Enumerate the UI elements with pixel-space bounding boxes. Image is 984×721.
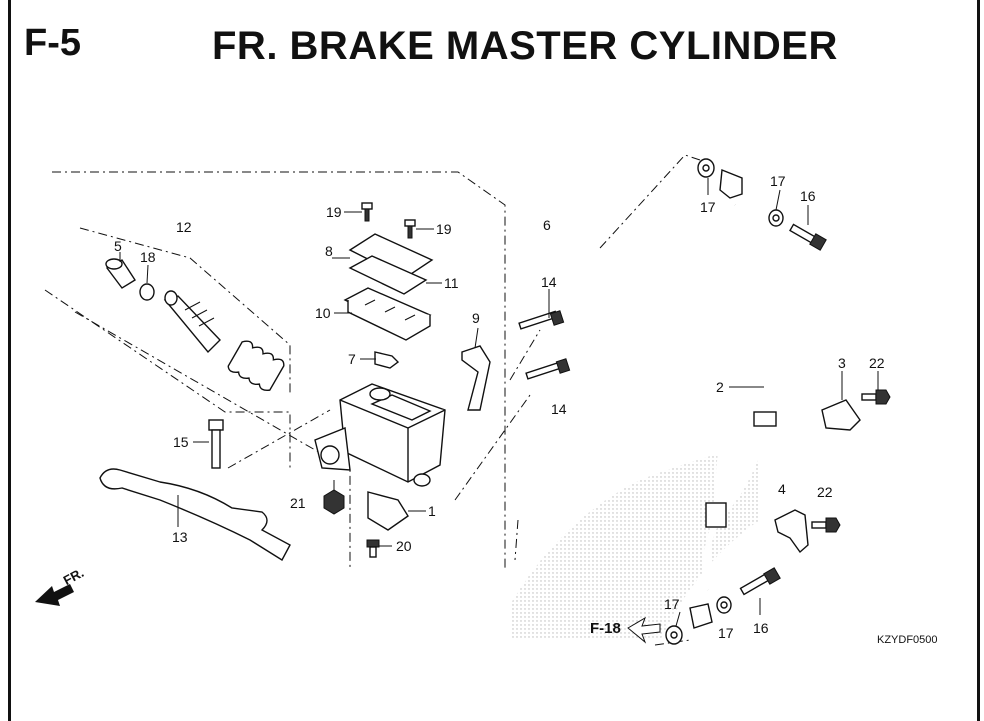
callout-18: 18 [140, 249, 156, 265]
callout-numbers: 5 18 12 19 19 8 11 10 7 9 6 14 14 15 13 … [114, 173, 885, 641]
section-number: F-5 [24, 22, 81, 64]
callout-19b: 19 [436, 221, 452, 237]
part-switch-screw [366, 539, 380, 558]
part-master-cylinder-body [314, 383, 446, 487]
callout-14a: 14 [541, 274, 557, 290]
part-diaphragm-plate [348, 255, 428, 295]
part-holder-bolt-1 [518, 310, 565, 330]
part-brake-hose [703, 169, 777, 591]
callout-4: 4 [778, 481, 786, 497]
part-bracket-bolt-1 [861, 389, 891, 405]
part-pivot-nut [323, 489, 345, 515]
part-diaphragm [343, 287, 432, 341]
part-piston [163, 290, 221, 354]
part-sealing-washer-3 [665, 625, 683, 645]
callout-21: 21 [290, 495, 306, 511]
part-bracket-bolt-2 [811, 517, 841, 533]
callout-1: 1 [428, 503, 436, 519]
part-hose-clamp [821, 399, 861, 431]
callout-17c: 17 [664, 596, 680, 612]
part-cover-screw-1 [361, 202, 373, 222]
part-boot-clip [374, 351, 400, 369]
part-hose-bracket [774, 509, 809, 554]
part-sealing-washer-1 [697, 158, 715, 178]
callout-22b: 22 [817, 484, 833, 500]
callout-22a: 22 [869, 355, 885, 371]
callout-17d: 17 [718, 625, 734, 641]
part-master-cylinder-holder [461, 345, 491, 411]
watermark-shading [510, 445, 760, 640]
part-sealing-washer-4 [716, 596, 732, 614]
callout-20: 20 [396, 538, 412, 554]
part-brake-lever [99, 468, 291, 561]
callout-7: 7 [348, 351, 356, 367]
cross-reference-label: F-18 [590, 620, 621, 637]
callout-15: 15 [173, 434, 189, 450]
part-lever-pivot-bolt [208, 419, 224, 469]
callout-17a: 17 [700, 199, 716, 215]
callout-14b: 14 [551, 401, 567, 417]
page-title: FR. BRAKE MASTER CYLINDER [212, 24, 838, 68]
callout-12: 12 [176, 219, 192, 235]
part-hose-lower-fitting [689, 603, 713, 629]
leader-lines [119, 178, 879, 627]
callout-11: 11 [444, 275, 459, 291]
callout-3: 3 [838, 355, 846, 371]
callout-2: 2 [716, 379, 724, 395]
callout-5: 5 [114, 238, 122, 254]
page-border-left [8, 0, 11, 721]
callout-9: 9 [472, 310, 480, 326]
reference-code: KZYDF0500 [877, 634, 938, 646]
callout-16a: 16 [800, 188, 816, 204]
part-sealing-washer-2 [768, 209, 784, 227]
callout-8: 8 [325, 243, 333, 259]
part-holder-bolt-2 [525, 358, 571, 380]
callout-19a: 19 [326, 204, 342, 220]
callout-13: 13 [172, 529, 188, 545]
direction-arrow-icon [35, 584, 74, 606]
part-oil-bolt-1 [789, 223, 827, 251]
part-spring [227, 340, 285, 391]
callout-10: 10 [315, 305, 331, 321]
part-cover-screw-2 [404, 219, 416, 239]
callout-17b: 17 [770, 173, 786, 189]
callout-16b: 16 [753, 620, 769, 636]
part-oil-bolt-2 [739, 567, 781, 596]
cross-reference-arrow-icon [627, 616, 661, 644]
page-border-right [977, 0, 980, 721]
callout-6: 6 [543, 217, 551, 233]
part-brake-light-switch [367, 491, 409, 531]
part-dust-boot [105, 258, 136, 289]
part-circlip [139, 283, 155, 301]
